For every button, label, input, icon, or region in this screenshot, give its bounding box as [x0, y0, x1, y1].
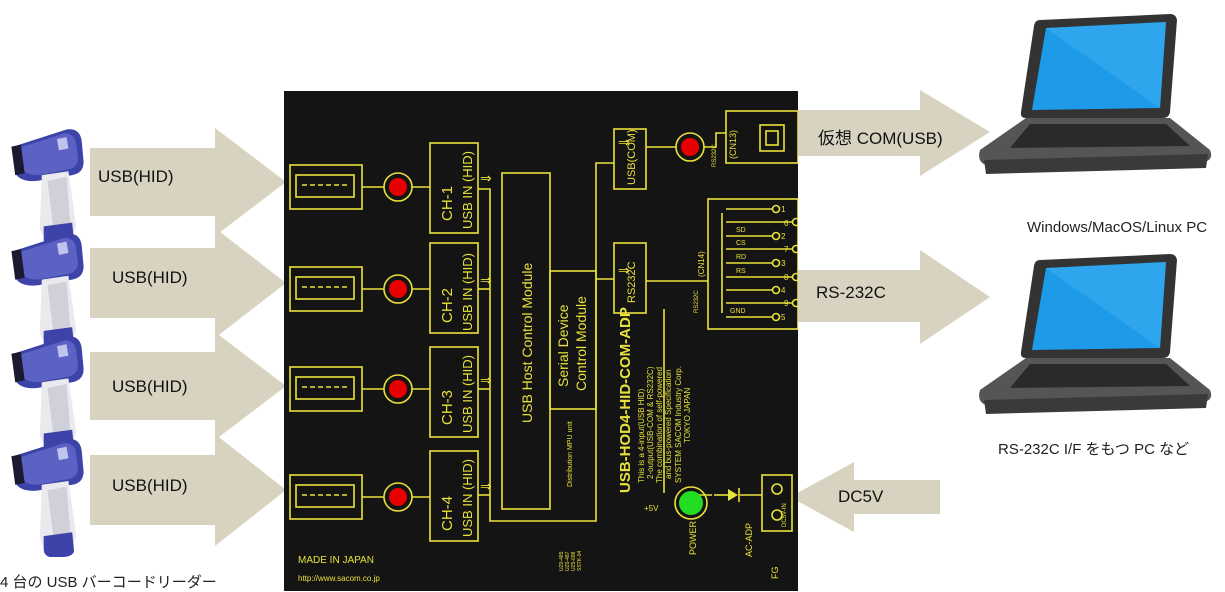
- channel-box-3: [429, 346, 479, 438]
- svg-text:⇒: ⇒: [480, 272, 492, 288]
- pin-7: 7: [784, 245, 789, 254]
- scanner-1: [11, 129, 84, 248]
- pin-8: 8: [784, 273, 789, 282]
- fg-label: FG: [770, 567, 780, 580]
- rs232c-small-label: RS232C: [712, 144, 718, 167]
- desc-line-5: SYSTEM SACOM Industry Corp.: [674, 366, 683, 483]
- ch1-label: CH-1: [439, 186, 456, 221]
- chip-label-2: UZ0-487: [565, 551, 571, 571]
- ch2-usb-label: USB IN (HID): [460, 253, 475, 331]
- dcin-label: DC5V-IN: [782, 503, 788, 527]
- channel-box-2: [429, 242, 479, 334]
- scanner-3: [11, 336, 84, 455]
- channel-box-4: [429, 450, 479, 542]
- pin-1: 1: [781, 205, 786, 214]
- led-ch4: [389, 488, 407, 506]
- chip-label-1: UZ0-485: [559, 551, 565, 571]
- input-arrow-2: [90, 228, 286, 338]
- chip-label-3: UZ5-698: [571, 551, 577, 571]
- dsub-sd: SD: [736, 227, 746, 234]
- output-arrow-rs232c: [796, 250, 990, 344]
- cn13-label: (CN13): [728, 130, 738, 159]
- host-module-label: USB Host Control Module: [519, 262, 535, 423]
- dc5v-label: DC5V: [838, 487, 884, 506]
- svg-text:⇒: ⇒: [480, 170, 492, 186]
- input-arrow-4: [90, 434, 286, 546]
- ch2-label: CH-2: [439, 288, 456, 323]
- url-label: http://www.sacom.co.jp: [298, 574, 380, 583]
- dsub-cs: CS: [736, 240, 746, 247]
- serial-module-line2: Control Module: [573, 296, 589, 391]
- led-ch3: [389, 380, 407, 398]
- laptop-1: [979, 14, 1212, 174]
- board-background: [284, 91, 798, 591]
- scanner-group: [11, 129, 84, 557]
- laptop-2: [979, 254, 1212, 414]
- rs232c-small-label-2: RS232C: [694, 290, 700, 313]
- usb-com-label: USB(COM): [626, 129, 638, 185]
- ch4-label: CH-4: [439, 496, 456, 531]
- desc-line-4: and bus-powered Specification: [664, 370, 673, 479]
- board: ⇒ ⇒ ⇒ ⇒ ⇒ ⇒ CH-1 USB IN (HID) CH-2 USB IN …: [284, 91, 798, 591]
- ch3-label: CH-3: [439, 390, 456, 425]
- cn14-label: (CN14): [697, 251, 706, 277]
- rs232c-label: RS232C: [626, 261, 638, 303]
- serial-module-line1: Serial Device: [555, 304, 571, 387]
- usb-hid-label-1: USB(HID): [98, 167, 174, 186]
- rs232c-output-label: RS-232C: [816, 283, 886, 302]
- pin-3: 3: [781, 259, 786, 268]
- scanner-caption: 4 台の USB バーコードリーダー: [0, 574, 217, 591]
- svg-text:⇒: ⇒: [618, 134, 630, 150]
- pc1-caption: Windows/MacOS/Linux PC: [1027, 219, 1208, 236]
- usb-com-box: [613, 128, 647, 190]
- desc-line-1: This is a 4-input(USB HID): [637, 388, 646, 483]
- pc2-caption: RS-232C I/F をもつ PC など: [998, 441, 1190, 458]
- pin-5: 5: [781, 313, 786, 322]
- pin-6: 6: [784, 219, 789, 228]
- pin-9: 9: [784, 299, 789, 308]
- led-com: [681, 138, 699, 156]
- usb-hid-label-2: USB(HID): [112, 268, 188, 287]
- input-arrow-3: [90, 332, 286, 440]
- desc-line-3: The combination of self-powered: [655, 367, 664, 483]
- virtual-com-label: 仮想 COM(USB): [818, 129, 943, 148]
- scanner-2: [11, 233, 84, 352]
- svg-text:⇒: ⇒: [618, 262, 630, 278]
- led-ch2: [389, 280, 407, 298]
- svg-text:⇒: ⇒: [480, 372, 492, 388]
- acadp-label: AC-ADP: [744, 523, 754, 557]
- pin-2: 2: [781, 232, 786, 241]
- dc-in-jack: [761, 474, 793, 532]
- scanner-4: [11, 438, 84, 557]
- led-ch1: [389, 178, 407, 196]
- distribution-label: Distribution MPU unit: [567, 421, 574, 487]
- chip-label-4: SSTK-04: [577, 550, 583, 571]
- pin-4: 4: [781, 286, 786, 295]
- channel-box-1: [429, 142, 479, 234]
- product-name: USB-HOD4-HID-COM-ADP: [617, 307, 634, 493]
- serial-device-module: [549, 270, 597, 410]
- plus5v-label: +5V: [644, 504, 659, 513]
- dsub-rd: RD: [736, 254, 746, 261]
- ch1-usb-label: USB IN (HID): [460, 151, 475, 229]
- led-power: [679, 491, 703, 515]
- ch4-usb-label: USB IN (HID): [460, 459, 475, 537]
- usb-hid-label-4: USB(HID): [112, 476, 188, 495]
- power-label: POWER: [688, 520, 698, 555]
- output-arrow-com: [796, 90, 990, 176]
- usb-b-connector: [725, 110, 798, 164]
- made-in-label: MADE IN JAPAN: [298, 555, 374, 566]
- desc-line-2: 2-output(USB-COM & RS232C): [646, 366, 655, 479]
- ch3-usb-label: USB IN (HID): [460, 355, 475, 433]
- dsub-gnd: GND: [730, 308, 746, 315]
- input-arrow-1: [90, 128, 286, 236]
- usb-hid-label-3: USB(HID): [112, 377, 188, 396]
- svg-text:⇒: ⇒: [480, 478, 492, 494]
- desc-line-6: TOKYO JAPAN: [683, 388, 692, 443]
- rs232c-box: [613, 242, 647, 314]
- input-arrow-dc: [790, 462, 940, 532]
- dsub-connector: [707, 198, 798, 330]
- dsub-rs: RS: [736, 268, 746, 275]
